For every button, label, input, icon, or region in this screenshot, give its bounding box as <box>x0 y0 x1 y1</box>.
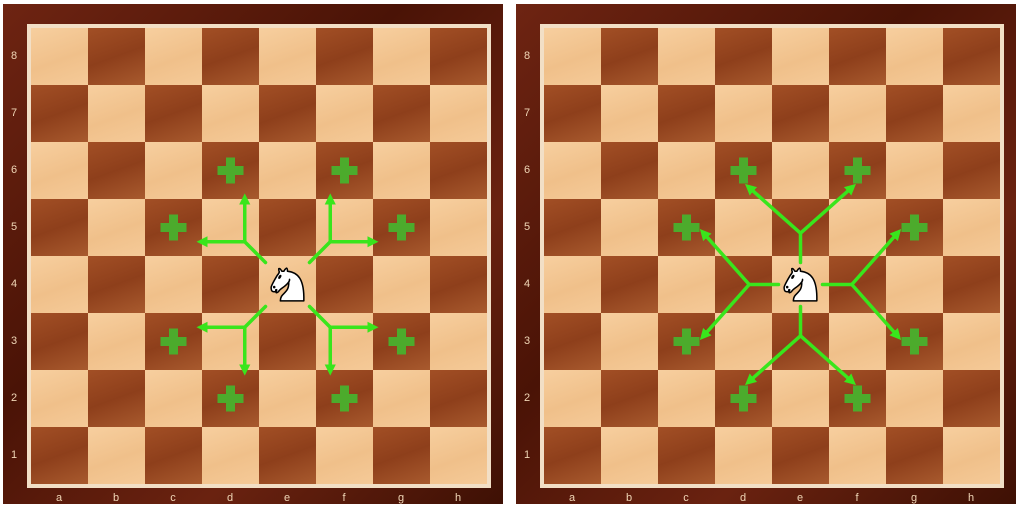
file-label: g <box>391 492 411 504</box>
file-label: g <box>904 492 924 504</box>
file-label: h <box>448 492 468 504</box>
rank-label: 2 <box>8 392 20 404</box>
file-label: c <box>163 492 183 504</box>
rank-label: 8 <box>8 50 20 62</box>
plus-icon <box>674 215 700 241</box>
file-label: b <box>619 492 639 504</box>
rank-label: 2 <box>521 392 533 404</box>
arrow-stem <box>245 242 266 263</box>
arrow-branch <box>852 285 898 336</box>
plus-icon <box>218 158 244 184</box>
plus-icon <box>902 215 928 241</box>
file-label: a <box>49 492 69 504</box>
arrow-stem <box>310 307 331 328</box>
arrow-stem <box>245 307 266 328</box>
knight-icon <box>778 261 824 307</box>
rank-label: 4 <box>521 278 533 290</box>
rank-label: 3 <box>8 335 20 347</box>
rank-label: 5 <box>8 221 20 233</box>
arrow-branch <box>801 336 852 382</box>
rank-label: 5 <box>521 221 533 233</box>
rank-label: 3 <box>521 335 533 347</box>
rank-label: 7 <box>521 107 533 119</box>
arrow-stem <box>310 242 331 263</box>
move-arrows <box>31 28 487 484</box>
rank-label: 6 <box>8 164 20 176</box>
white-knight[interactable] <box>778 261 824 307</box>
plus-icon <box>161 215 187 241</box>
file-label: d <box>220 492 240 504</box>
file-label: a <box>562 492 582 504</box>
rank-label: 1 <box>8 449 20 461</box>
plus-icon <box>674 329 700 355</box>
file-label: h <box>961 492 981 504</box>
arrow-branch <box>704 285 750 336</box>
arrow-branch <box>704 233 750 284</box>
rank-label: 6 <box>521 164 533 176</box>
file-label: b <box>106 492 126 504</box>
chessboard-left: 8 7 6 5 4 3 2 1 a b c d e f g h <box>3 4 503 504</box>
plus-icon <box>161 329 187 355</box>
plus-icon <box>389 329 415 355</box>
arrow-branch <box>852 233 898 284</box>
plus-icon <box>902 329 928 355</box>
file-label: e <box>790 492 810 504</box>
arrow-branch <box>749 336 800 382</box>
white-knight[interactable] <box>265 261 311 307</box>
plus-icon <box>845 386 871 412</box>
file-label: f <box>847 492 867 504</box>
file-label: c <box>676 492 696 504</box>
plus-icon <box>731 158 757 184</box>
knight-icon <box>265 261 311 307</box>
rank-label: 1 <box>521 449 533 461</box>
arrow-branch <box>801 188 852 234</box>
rank-label: 4 <box>8 278 20 290</box>
arrow-branch <box>749 188 800 234</box>
plus-icon <box>218 386 244 412</box>
rank-label: 7 <box>8 107 20 119</box>
plus-icon <box>332 158 358 184</box>
file-label: e <box>277 492 297 504</box>
file-label: d <box>733 492 753 504</box>
file-label: f <box>334 492 354 504</box>
chessboard-right: 8 7 6 5 4 3 2 1 a b c d e f g h <box>516 4 1016 504</box>
plus-icon <box>845 158 871 184</box>
rank-label: 8 <box>521 50 533 62</box>
plus-icon <box>731 386 757 412</box>
plus-icon <box>389 215 415 241</box>
move-arrows <box>544 28 1000 484</box>
plus-icon <box>332 386 358 412</box>
